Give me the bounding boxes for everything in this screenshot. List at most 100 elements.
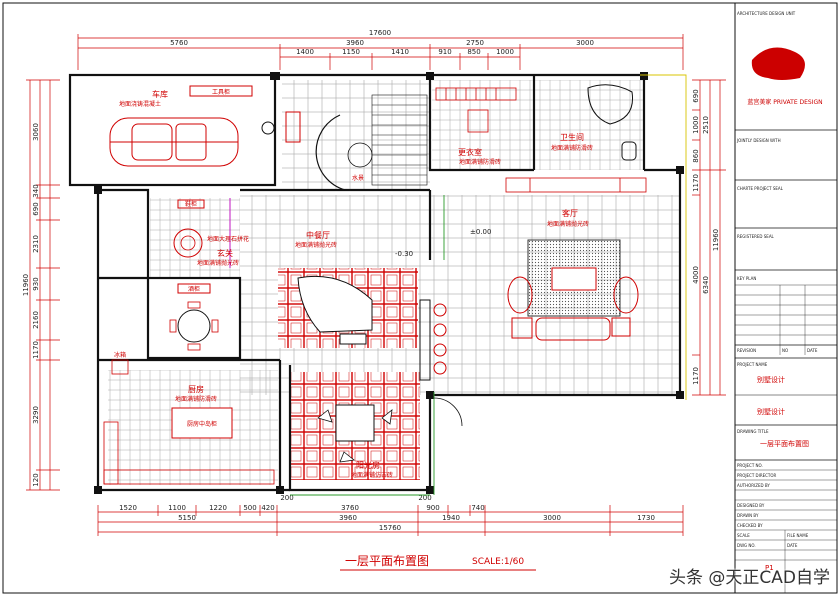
top-dimensions xyxy=(77,34,684,70)
dim-bot-3: 1940 xyxy=(442,514,460,522)
sink-icon xyxy=(261,121,275,135)
dim-right-in5: 4000 xyxy=(692,266,700,284)
label-water-feature: 水景 xyxy=(352,174,364,182)
room-dining-hall: 中餐厅 xyxy=(306,230,330,240)
tb-jointly: JOINTLY DESIGN WITH xyxy=(736,138,781,143)
dim-right-out1: 2510 xyxy=(702,116,710,134)
staircase-icon xyxy=(371,94,428,186)
dim-top-sub1b: 1150 xyxy=(342,48,360,56)
dim-bot-2: 3960 xyxy=(339,514,357,522)
chairs-icon xyxy=(169,301,219,351)
dim-left-6: 2160 xyxy=(32,311,40,329)
dim-left-total: 11960 xyxy=(22,274,30,296)
dim-left-5: 930 xyxy=(32,277,40,290)
right-dimensions xyxy=(692,79,726,396)
dim-top-sub2b: 850 xyxy=(467,48,480,56)
dim-right-in1: 690 xyxy=(692,89,700,102)
room-kitchen: 厨房 xyxy=(188,384,204,394)
drawing-title: 一层平面布置图 xyxy=(345,554,429,568)
dim-bot-total: 15760 xyxy=(379,524,401,532)
dim-left-1: 3060 xyxy=(32,123,40,141)
tb-project-name-label: PROJECT NAME xyxy=(737,362,768,367)
bathtub-icon xyxy=(587,84,634,125)
room-sunroom-note: 地面满铺仿古砖 xyxy=(351,471,393,479)
label-fridge: 冰箱 xyxy=(114,351,126,359)
tb-checked-by: CHECKED BY xyxy=(737,523,763,528)
closet-tiles xyxy=(432,80,534,170)
accent-lines xyxy=(229,74,687,496)
dim-top-4: 3000 xyxy=(576,39,594,47)
wine-cabinet-icon xyxy=(177,283,211,294)
dim-right-in6: 1170 xyxy=(692,367,700,385)
foyer-tiles xyxy=(150,198,240,278)
dim-bot-4: 3000 xyxy=(543,514,561,522)
tb-rev-date: DATE xyxy=(807,348,818,353)
dim-right-in3: 860 xyxy=(692,149,700,162)
room-closet-note: 地面满铺防滑砖 xyxy=(459,158,501,166)
label-shoe-cabinet: 鞋柜 xyxy=(185,200,197,208)
room-garage-note: 地面浇铸混凝土 xyxy=(119,100,161,108)
car-icon xyxy=(109,117,239,167)
dim-top-2: 3960 xyxy=(346,39,364,47)
dim-bot-small1: 200 xyxy=(280,494,293,502)
room-bath-note: 地面满铺防滑砖 xyxy=(551,144,593,152)
label-tool-cabinet: 工具柜 xyxy=(212,88,230,96)
bottom-dimensions xyxy=(97,505,684,536)
tb-rev-no: NO xyxy=(782,348,788,353)
dim-right-total: 11960 xyxy=(712,229,720,251)
label-marble-inlay: 地面大理石拼花 xyxy=(207,235,249,243)
title-block: ARCHITECTURE DESIGN UNIT 蓝宫美家 PRIVATE DE… xyxy=(735,11,837,593)
dim-bot-sub3: 1220 xyxy=(209,504,227,512)
tb-project-name: 别墅设计 xyxy=(757,375,785,384)
left-dimensions xyxy=(26,79,60,491)
tb-project-name-2: 别墅设计 xyxy=(757,407,785,416)
round-dining-table-icon xyxy=(177,309,211,343)
room-kitchen-note: 地面满铺防滑砖 xyxy=(175,395,217,403)
dim-left-2: 340 xyxy=(32,184,40,197)
dim-bot-1: 5150 xyxy=(178,514,196,522)
dim-bot-sub1: 1520 xyxy=(119,504,137,512)
piano-bench-icon xyxy=(339,333,367,345)
tb-drawing-title-label: DRAWING TITLE xyxy=(737,429,769,434)
water-feature-icon xyxy=(347,142,373,168)
sunroom-chairs-icon xyxy=(317,409,393,463)
piano-icon xyxy=(297,275,373,333)
shoe-cabinet-icon xyxy=(177,199,205,209)
door-swing-icon xyxy=(433,397,463,427)
dim-left-7: 1170 xyxy=(32,341,40,359)
level-minus: -0.30 xyxy=(395,250,413,258)
room-sunroom: 阳光房 xyxy=(356,460,380,470)
stair-curve xyxy=(315,114,346,191)
tb-key-plan: KEY PLAN xyxy=(737,276,756,281)
sunroom-table-icon xyxy=(335,404,375,442)
dim-left-3: 690 xyxy=(32,202,40,215)
tb-reg: REGISTERED SEAL xyxy=(737,234,775,239)
tb-project-director: PROJECT DIRECTOR xyxy=(737,473,777,478)
tb-authorized-by: AUTHORIZED BY xyxy=(737,483,770,488)
dim-top-sub1c: 1410 xyxy=(391,48,409,56)
dim-bot-sub5: 420 xyxy=(261,504,274,512)
dim-top-sub2c: 1000 xyxy=(496,48,514,56)
dim-left-4: 2310 xyxy=(32,235,40,253)
tb-logo-text: 蓝宫美家 PRIVATE DESIGN xyxy=(747,98,822,106)
tb-drawing-title: 一层平面布置图 xyxy=(760,439,809,448)
dim-bot-sub8: 740 xyxy=(471,504,484,512)
dim-left-9: 120 xyxy=(32,473,40,486)
room-bath: 卫生间 xyxy=(560,132,584,142)
wardrobe-icon xyxy=(435,87,517,133)
tb-project-no: PROJECT NO. xyxy=(737,463,763,468)
tool-cabinet-icon xyxy=(189,85,253,97)
drawing-scale: SCALE:1/60 xyxy=(472,557,524,567)
tb-designed-by: DESIGNED BY xyxy=(737,503,765,508)
tb-scale: SCALE xyxy=(737,533,750,538)
walls xyxy=(68,73,682,492)
room-living-note: 地面满铺抛光砖 xyxy=(547,220,589,228)
label-wine-cabinet: 酒柜 xyxy=(188,285,200,293)
room-closet: 更衣室 xyxy=(458,147,482,157)
dim-left-8: 3290 xyxy=(32,406,40,424)
tb-revision: REVISION xyxy=(737,348,756,353)
label-kitchen-island: 厨房中岛柜 xyxy=(187,420,217,428)
bar-stools-icon xyxy=(419,299,447,381)
tv-cabinet-icon xyxy=(505,177,647,193)
dim-bot-5: 1730 xyxy=(637,514,655,522)
